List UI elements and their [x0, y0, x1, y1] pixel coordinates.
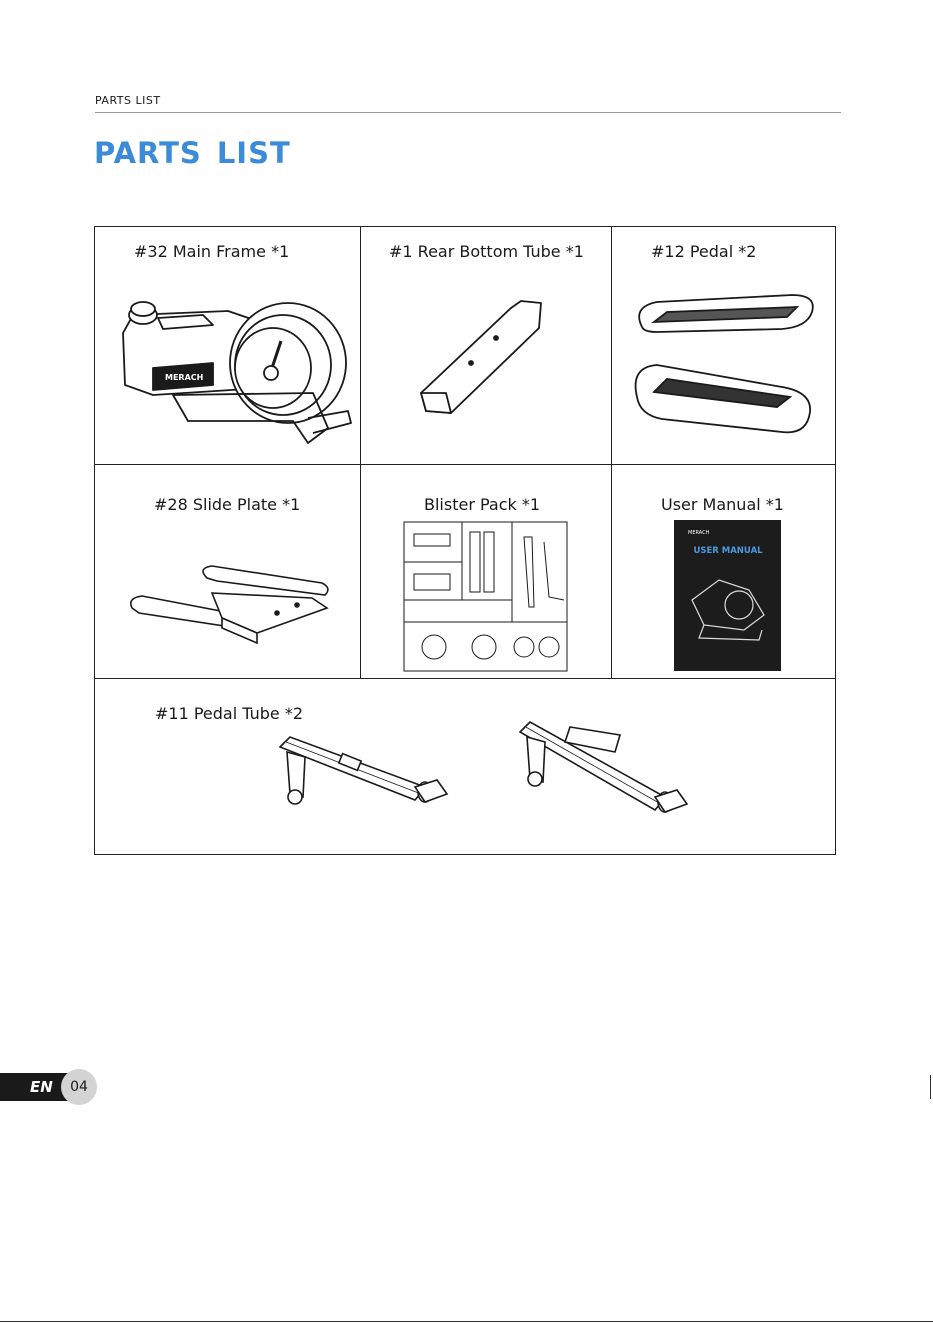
- page-title: PARTS LIST: [94, 136, 291, 170]
- part-cell-rear-bottom-tube: #1 Rear Bottom Tube *1: [361, 227, 611, 464]
- language-tab: EN: [0, 1073, 70, 1101]
- part-cell-slide-plate: #28 Slide Plate *1: [95, 465, 360, 678]
- part-label: User Manual *1: [661, 495, 784, 514]
- pedal-tube-icon: [515, 717, 695, 827]
- slide-plate-icon: [127, 563, 357, 663]
- part-cell-pedal: #12 Pedal *2: [612, 227, 835, 464]
- blister-pack-icon: [404, 522, 568, 672]
- parts-grid: #32 Main Frame *1 MERACH #1 Rear Bottom …: [94, 226, 836, 855]
- part-label: #28 Slide Plate *1: [154, 495, 300, 514]
- part-cell-main-frame: #32 Main Frame *1 MERACH: [95, 227, 360, 464]
- part-label: #12 Pedal *2: [651, 242, 756, 261]
- user-manual-icon: MERACH USER MANUAL: [674, 520, 782, 672]
- edge-mark: [930, 1075, 931, 1099]
- header-rule: [95, 112, 841, 113]
- manual-title: USER MANUAL: [693, 546, 763, 556]
- page-number: 04: [61, 1069, 97, 1105]
- logo-text: MERACH: [165, 373, 203, 382]
- main-frame-icon: MERACH: [113, 293, 358, 453]
- pedal-icon: [632, 287, 817, 457]
- footer-rule: [0, 1321, 933, 1322]
- part-label: Blister Pack *1: [424, 495, 540, 514]
- part-cell-user-manual: User Manual *1 MERACH USER MANUAL: [612, 465, 835, 678]
- running-head: PARTS LIST: [95, 94, 161, 107]
- part-label: #32 Main Frame *1: [134, 242, 289, 261]
- rear-bottom-tube-icon: [411, 293, 551, 423]
- part-cell-pedal-tube: #11 Pedal Tube *2: [95, 679, 835, 854]
- part-cell-blister-pack: Blister Pack *1: [361, 465, 611, 678]
- manual-brand: MERACH: [688, 530, 710, 536]
- pedal-tube-icon: [275, 712, 455, 822]
- part-label: #1 Rear Bottom Tube *1: [389, 242, 584, 261]
